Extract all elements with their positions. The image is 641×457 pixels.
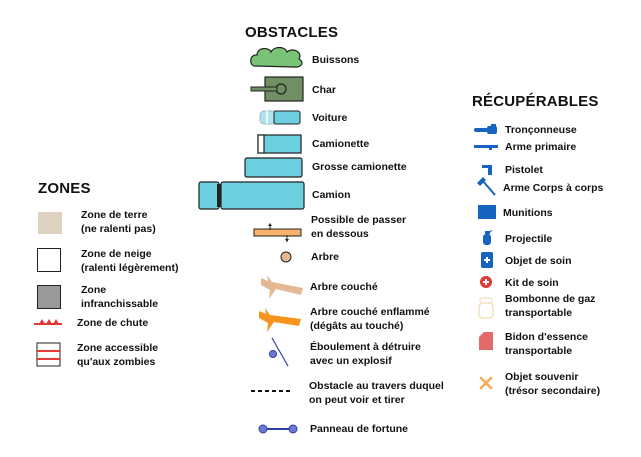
tank-label: Char (312, 84, 336, 96)
chainsaw-label: Tronçonneuse (505, 124, 577, 136)
snow-zone-swatch (37, 248, 61, 272)
see-through-obstacle-icon (251, 390, 291, 392)
pass-under-icon (253, 223, 302, 242)
truck-label: Camion (312, 189, 351, 201)
healing-item-label: Objet de soin (505, 255, 572, 267)
souvenir-label: Objet souvenir(trésor secondaire) (505, 371, 601, 397)
burning-tree-icon (259, 308, 301, 332)
big-van-icon (244, 157, 303, 178)
dirt-zone-swatch (38, 212, 62, 234)
recuperables-title: RÉCUPÉRABLES (472, 93, 599, 110)
makeshift-panel-icon (258, 424, 298, 434)
tree-label: Arbre (311, 251, 340, 263)
snow-zone-label: Zone de neige(ralenti légèrement) (81, 248, 179, 274)
tank-icon (250, 76, 304, 102)
fall-zone-icon (34, 319, 62, 325)
melee-weapon-label: Arme Corps à corps (503, 182, 604, 194)
projectile-icon (483, 230, 493, 245)
projectile-label: Projectile (505, 233, 553, 245)
fall-zone-label: Zone de chute (77, 317, 149, 329)
rubble-icon (269, 337, 289, 367)
impassable-zone-swatch (37, 285, 61, 309)
chainsaw-icon (474, 124, 497, 134)
souvenir-icon (479, 376, 493, 390)
zombie-zone-icon (36, 342, 61, 367)
big-van-label: Grosse camionette (312, 161, 407, 173)
bush-icon (250, 46, 303, 68)
burning-tree-label: Arbre couché enflammé(dégâts au touché) (310, 306, 430, 332)
obstacles-title: OBSTACLES (245, 24, 339, 41)
bush-label: Buissons (312, 54, 360, 66)
pistol-icon (482, 165, 492, 175)
fallen-tree-label: Arbre couché (310, 281, 378, 293)
fuel-can-icon (479, 332, 493, 350)
dirt-zone-label: Zone de terre(ne ralenti pas) (81, 209, 156, 235)
car-label: Voiture (312, 112, 348, 124)
primary-weapon-label: Arme primaire (505, 141, 577, 153)
ammo-icon (478, 205, 496, 219)
zones-title: ZONES (38, 180, 91, 197)
truck-icon (198, 181, 305, 210)
ammo-label: Munitions (503, 207, 553, 219)
van-icon (257, 134, 302, 154)
car-icon (259, 110, 301, 125)
medkit-icon (480, 276, 492, 288)
gas-canister-icon (478, 297, 494, 319)
fallen-tree-icon (261, 275, 303, 299)
tree-icon (280, 251, 292, 263)
melee-weapon-icon (477, 177, 496, 196)
pistol-label: Pistolet (505, 164, 543, 176)
van-label: Camionette (312, 138, 370, 150)
primary-weapon-icon (474, 145, 498, 150)
makeshift-panel-label: Panneau de fortune (310, 423, 409, 435)
healing-item-icon (481, 252, 493, 268)
medkit-label: Kit de soin (505, 277, 559, 289)
